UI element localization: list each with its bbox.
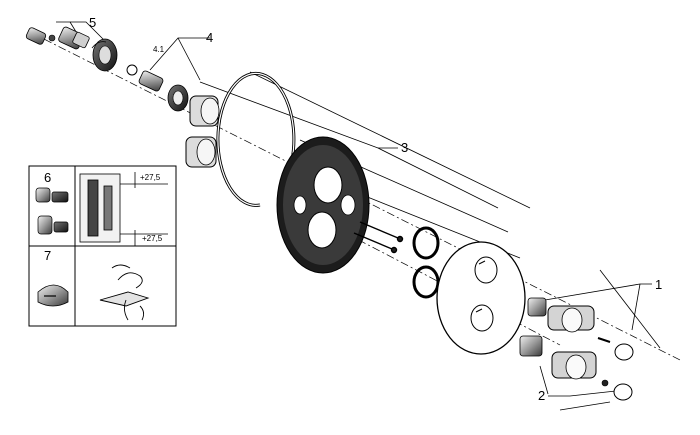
cover-plate [436,241,526,355]
inset-6-schematic [79,172,168,246]
leader-2b [539,365,549,395]
o-rings [412,226,440,299]
callout-4-1: 4.1 [153,45,165,54]
inset-panel: +27,5 +27,5 6 7 [28,165,177,327]
inset-callout-6: 6 [44,170,51,185]
leader-1c [599,269,661,349]
leader-lines [56,21,661,411]
handle-assembly-1 [527,297,634,361]
inset-dim-top: +27,5 [140,173,161,182]
mounting-plate [276,136,370,274]
leader-5 [56,21,105,41]
inset-callout-7: 7 [44,248,51,263]
leader-1 [544,283,652,301]
leader-3b [377,147,499,209]
leader-2c [559,401,611,411]
inset-7-illustration [99,264,150,321]
leader-4 [149,37,210,71]
sleeves [185,95,220,168]
cartridge-part [91,38,118,72]
screws [353,221,404,254]
handle-assembly-2 [519,335,633,401]
leader-1b [631,283,641,331]
part-group-5 [25,26,90,50]
leader-2 [548,389,626,397]
part-group-4 [126,64,189,112]
callout-4: 4 [206,30,213,45]
callout-1: 1 [655,277,662,292]
callout-3: 3 [401,140,408,155]
inset-7-part [37,284,69,307]
leader-3c [249,71,531,209]
callout-2: 2 [538,388,545,403]
leader-4b [177,37,201,81]
callout-5: 5 [89,15,96,30]
snap-ring [216,71,296,207]
inset-6-parts [35,187,69,235]
inset-dim-bottom: +27,5 [142,234,163,243]
